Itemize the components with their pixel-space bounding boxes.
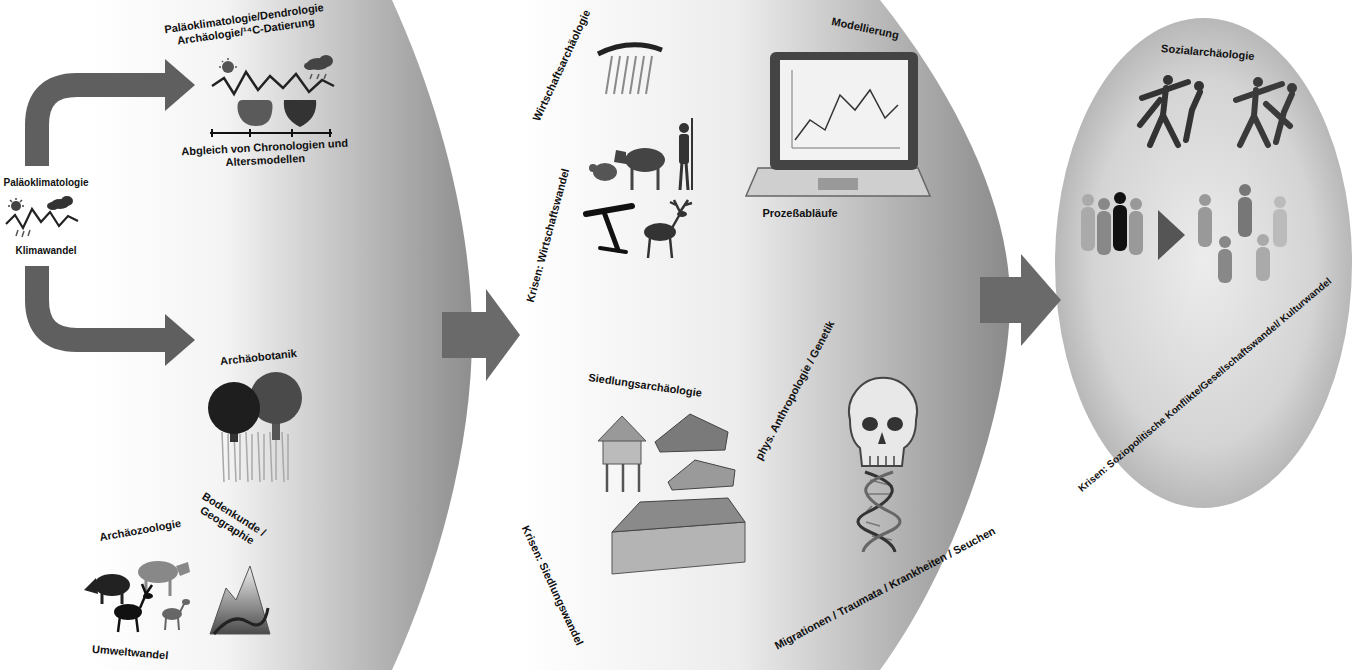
- laptop-icon: [746, 52, 930, 196]
- settlement-icon: [598, 414, 745, 574]
- conflict-figures: [1140, 75, 1297, 145]
- arrow-head: [486, 289, 520, 381]
- chronology-icon: [210, 55, 334, 137]
- lens-shape: [520, 0, 1010, 670]
- anthropology-icon: [849, 378, 917, 552]
- node-label: Paläoklimatologie: [4, 177, 89, 189]
- landscape-icon: [210, 566, 270, 634]
- node-label: Prozeßabläufe: [763, 207, 838, 220]
- tree-icon: [208, 372, 302, 482]
- animal-icon: [84, 561, 190, 632]
- people-figures: [1081, 184, 1287, 283]
- lens-node: WirtschaftsarchäologieKrisen: Wirtschaft…: [520, 0, 1010, 670]
- arrow-shaft: [442, 312, 486, 358]
- climate-icon: [6, 196, 78, 237]
- arrow-shaft: [980, 277, 1021, 323]
- circle-shape: [1055, 18, 1352, 508]
- source-node: PaläoklimatologieKlimawandel: [2, 168, 90, 264]
- circle-node: SozialarchäologieKrisen: Soziopolitische…: [1055, 18, 1352, 508]
- node-label: Klimawandel: [16, 245, 77, 257]
- economy-icon: [586, 45, 692, 258]
- arrow-head: [1021, 254, 1061, 346]
